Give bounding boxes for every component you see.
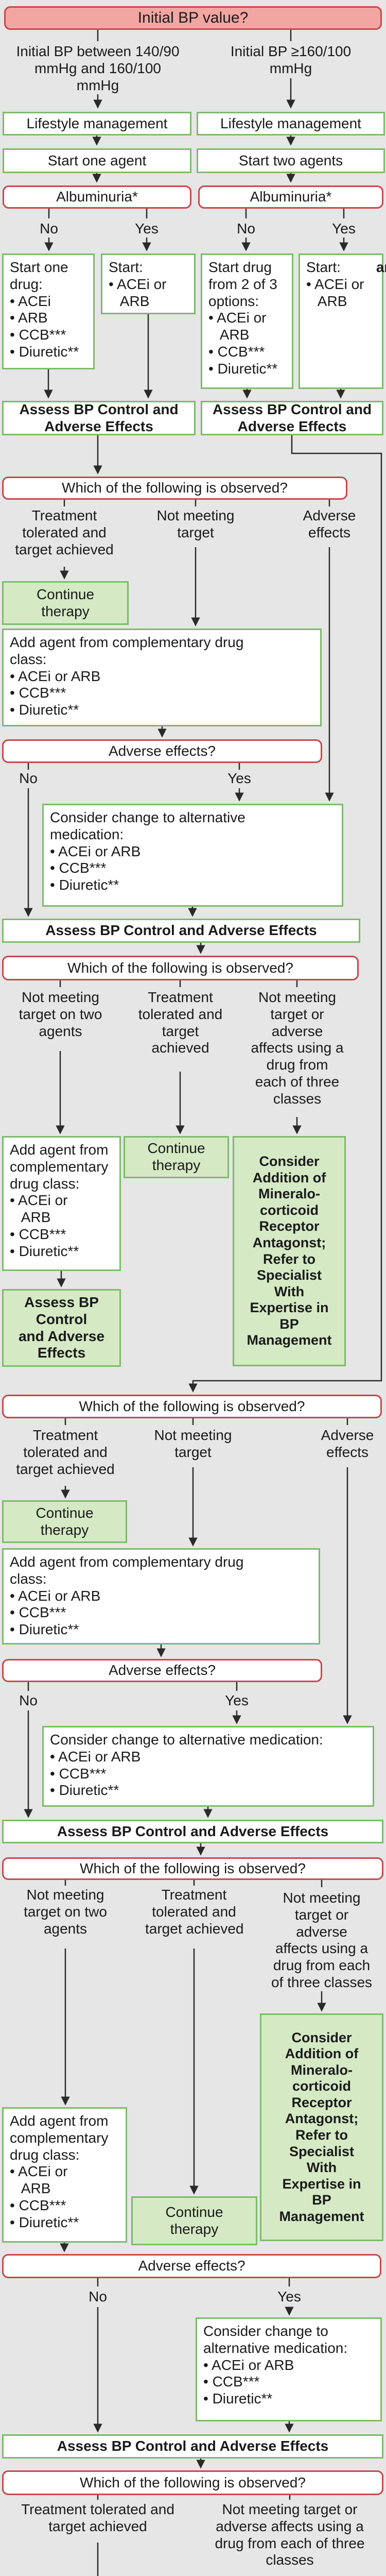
initial-bp-decision: Initial BP value?	[4, 6, 382, 30]
assess-bp-left-box: Assess BP Control and Adverse Effects	[2, 401, 196, 435]
assess-bp-box-2: Assess BP Control and Adverse Effects	[2, 1289, 121, 1367]
consider-change-box-4: Consider change to alternative medicatio…	[196, 2317, 382, 2421]
start-two-agents-box: Start two agents	[197, 148, 385, 173]
which-observed-decision-2: Which of the following is observed?	[2, 956, 359, 980]
add-agent-box-2: Add agent from complementary drug class:…	[2, 1136, 121, 1271]
continue-therapy-box-3: Continue therapy	[2, 1500, 127, 1543]
add-agent-box-4: Add agent from complementary drug class:…	[2, 2107, 127, 2243]
adverse-label-3: Adverse effects	[321, 1427, 374, 1460]
assess-bp-right-box: Assess BP Control and Adverse Effects	[201, 401, 383, 435]
adverse-yes-label-4: Yes	[277, 2289, 301, 2304]
albuminuria-left-no-label: No	[40, 221, 58, 236]
tolerated-label-3: Treatment tolerated and target achieved	[16, 1427, 115, 1477]
adverse-no-label-4: No	[89, 2289, 107, 2304]
consider-change-box-1: Consider change to alternative medicatio…	[42, 804, 343, 907]
combo-start-text: Start: • ACEi or ARB	[306, 259, 364, 309]
adverse-yes-label-3: Yes	[225, 1692, 249, 1708]
tolerated-label-1: Treatment tolerated and target achieved	[15, 507, 114, 557]
add-agent-box-3: Add agent from complementary drug class:…	[2, 1548, 320, 1645]
adverse-no-label-1: No	[19, 770, 38, 786]
consider-change-box-3: Consider change to alternative medicatio…	[42, 1726, 374, 1807]
not-meeting-two-label-4: Not meeting target on two agents	[24, 1887, 107, 1937]
albuminuria-left-decision: Albuminuria*	[3, 185, 191, 209]
branch-bp-high-label: Initial BP ≥160/100 mmHg	[230, 43, 352, 76]
start-combo-box: Start: • ACEi or ARB and • CCB*** or Diu…	[299, 253, 386, 389]
adverse-effects-decision-4: Adverse effects?	[2, 2254, 381, 2278]
which-observed-decision-4: Which of the following is observed?	[2, 1857, 383, 1880]
continue-therapy-box-4: Continue therapy	[131, 2196, 257, 2245]
adverse-yes-label-1: Yes	[227, 770, 251, 786]
assess-bp-box-1: Assess BP Control and Adverse Effects	[2, 919, 360, 943]
add-agent-box-1: Add agent from complementary drug class:…	[2, 629, 322, 726]
lifestyle-management-left-box: Lifestyle management	[3, 112, 191, 135]
albuminuria-right-no-label: No	[237, 221, 255, 236]
not-meeting-three-label-final: Not meeting target or adverse affects us…	[215, 2501, 365, 2568]
mineralocorticoid-referral-box-2: Consider Addition of Mineralo- corticoid…	[233, 1136, 346, 1366]
tolerated-label-4: Treatment tolerated and target achieved	[145, 1887, 244, 1937]
albuminuria-right-yes-label: Yes	[332, 221, 356, 236]
branch-bp-moderate-label: Initial BP between 140/90 mmHg and 160/1…	[16, 43, 180, 93]
adverse-effects-decision-1: Adverse effects?	[2, 739, 322, 763]
which-observed-decision-final: Which of the following is observed?	[2, 2470, 383, 2495]
not-meeting-three-label-2: Not meeting target or adverse affects us…	[251, 989, 344, 1107]
start-one-drug-box: Start one drug: • ACEi • ARB • CCB*** • …	[2, 253, 95, 369]
start-acei-arb-box: Start: • ACEi or ARB	[101, 253, 196, 314]
lifestyle-management-right-box: Lifestyle management	[197, 112, 385, 135]
start-one-agent-box: Start one agent	[3, 148, 191, 173]
adverse-no-label-3: No	[19, 1692, 38, 1708]
tolerated-label-2: Treatment tolerated and target achieved	[138, 989, 223, 1056]
albuminuria-right-decision: Albuminuria*	[198, 185, 383, 209]
adverse-label-1: Adverse effects	[303, 507, 356, 540]
assess-bp-box-4: Assess BP Control and Adverse Effects	[2, 2434, 383, 2459]
continue-therapy-box-1: Continue therapy	[2, 581, 129, 625]
not-meeting-label-1: Not meeting target	[156, 507, 235, 540]
not-meeting-label-3: Not meeting target	[154, 1427, 232, 1460]
not-meeting-three-label-4: Not meeting target or adverse affects us…	[271, 1890, 373, 1990]
which-observed-decision-1: Which of the following is observed?	[2, 477, 347, 500]
mineralocorticoid-referral-box-4: Consider Addition of Mineralo- corticoid…	[260, 2013, 383, 2241]
albuminuria-left-yes-label: Yes	[135, 221, 159, 236]
combo-and-text: and	[376, 259, 386, 275]
adverse-effects-decision-3: Adverse effects?	[2, 1659, 322, 1682]
which-observed-decision-3: Which of the following is observed?	[2, 1395, 382, 1418]
continue-therapy-box-2: Continue therapy	[124, 1136, 229, 1178]
start-two-of-three-box: Start drug from 2 of 3 options: • ACEi o…	[201, 253, 293, 389]
tolerated-label-final: Treatment tolerated and target achieved	[21, 2501, 174, 2534]
assess-bp-box-3: Assess BP Control and Adverse Effects	[2, 1820, 383, 1843]
not-meeting-two-label-2: Not meeting target on two agents	[19, 989, 102, 1039]
